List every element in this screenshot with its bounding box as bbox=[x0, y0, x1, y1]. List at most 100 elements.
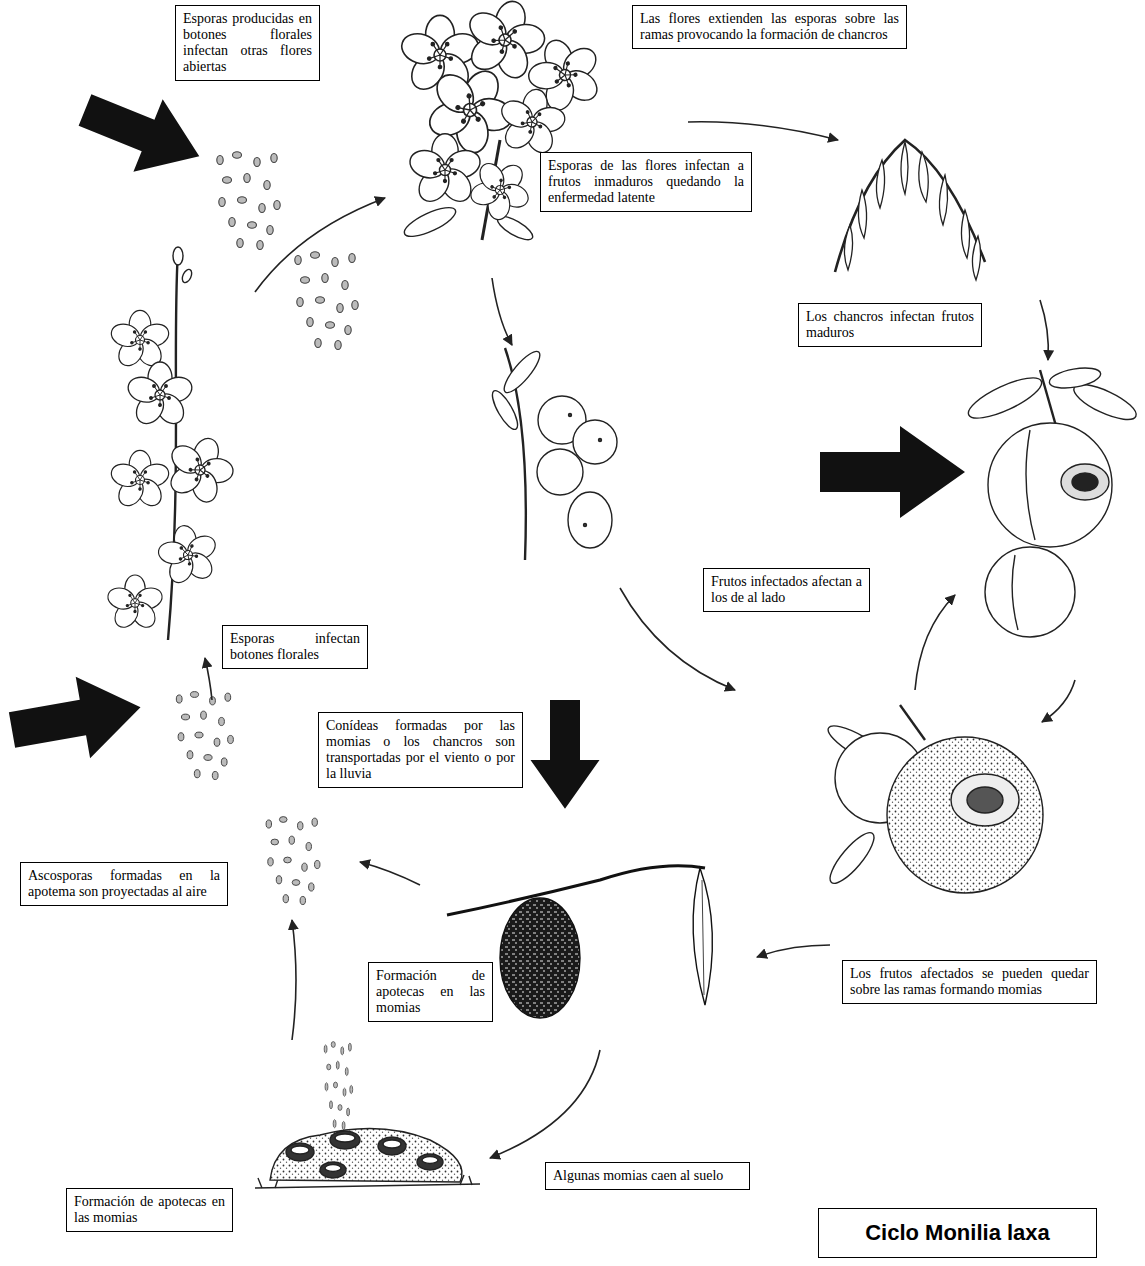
spores bbox=[266, 817, 320, 905]
mature-fruits bbox=[1048, 365, 1102, 392]
ground-mummy bbox=[378, 1137, 406, 1155]
cankered-branch bbox=[901, 142, 908, 194]
cycle-arrow bbox=[757, 945, 830, 957]
cankered-branch bbox=[919, 152, 928, 202]
cankered-branch bbox=[939, 175, 947, 225]
cycle-arrow bbox=[688, 122, 838, 140]
cankered-branch bbox=[844, 225, 852, 270]
flowering-twig bbox=[173, 247, 183, 265]
branch-mummy bbox=[447, 866, 705, 915]
box-text: Algunas momias caen al suelo bbox=[553, 1168, 742, 1184]
text-box: Esporas infectan botones florales bbox=[222, 625, 368, 669]
immature-fruits bbox=[599, 439, 602, 442]
cankered-branch bbox=[876, 160, 884, 208]
blossom-cluster bbox=[492, 83, 573, 161]
flowering-twig bbox=[105, 575, 165, 632]
big-arrow bbox=[820, 426, 965, 518]
diagram-title: Ciclo Monilia laxa bbox=[865, 1220, 1050, 1246]
text-box: Algunas momias caen al suelo bbox=[545, 1162, 750, 1190]
cycle-arrow bbox=[915, 595, 955, 690]
box-text: Esporas de las flores infectan a frutos … bbox=[548, 158, 744, 206]
ground-mummy bbox=[270, 1129, 462, 1182]
ground-mummy bbox=[255, 1184, 480, 1188]
immature-fruits bbox=[573, 420, 617, 464]
rotting-fruit bbox=[824, 827, 880, 889]
box-text: Los frutos afectados se pueden quedar so… bbox=[850, 966, 1089, 998]
flowering-twig bbox=[108, 450, 171, 510]
ground-mummy bbox=[320, 1162, 346, 1178]
cycle-arrow bbox=[205, 658, 212, 700]
box-text: Los chancros infectan frutos maduros bbox=[806, 309, 974, 341]
mature-fruits bbox=[964, 365, 1141, 637]
rotting-fruit bbox=[951, 774, 1019, 826]
branch-mummy bbox=[693, 868, 712, 1005]
big-arrow bbox=[5, 74, 965, 809]
box-text: Frutos infectados afectan a los de al la… bbox=[711, 574, 862, 606]
box-text: Conídeas formadas por las momias o los c… bbox=[326, 718, 515, 782]
cankered-branch bbox=[972, 236, 980, 280]
box-text: Las flores extienden las esporas sobre l… bbox=[640, 11, 899, 43]
text-box: Frutos infectados afectan a los de al la… bbox=[703, 568, 870, 612]
flowering-twig bbox=[152, 520, 225, 590]
cycle-arrow bbox=[1042, 680, 1075, 722]
cycle-arrow bbox=[255, 198, 385, 292]
ground-mummy bbox=[286, 1143, 314, 1161]
text-box: Los chancros infectan frutos maduros bbox=[798, 303, 982, 347]
mature-fruits bbox=[1026, 430, 1035, 540]
immature-fruits bbox=[584, 524, 587, 527]
blossom-cluster bbox=[456, 147, 543, 234]
immature-fruits bbox=[537, 449, 583, 495]
rotting-fruit bbox=[900, 705, 925, 740]
mature-fruits bbox=[1012, 555, 1018, 630]
ground-mummy bbox=[417, 1154, 443, 1170]
cankered-branch bbox=[858, 190, 866, 238]
text-box: Los frutos afectados se pueden quedar so… bbox=[842, 960, 1097, 1004]
box-text: Esporas producidas en botones florales i… bbox=[183, 11, 312, 75]
mature-fruits bbox=[985, 547, 1075, 637]
branch-mummy bbox=[500, 898, 580, 1018]
ground-mummy bbox=[335, 1134, 355, 1142]
text-box: Esporas de las flores infectan a frutos … bbox=[540, 152, 752, 212]
immature-fruits bbox=[568, 492, 612, 548]
immature-fruits bbox=[488, 347, 617, 560]
text-box: Esporas producidas en botones florales i… bbox=[175, 5, 320, 81]
mature-fruits bbox=[1072, 473, 1098, 491]
ground-mummy bbox=[383, 1140, 401, 1148]
branch-mummy bbox=[702, 880, 704, 995]
spores bbox=[324, 1042, 353, 1130]
immature-fruits bbox=[569, 414, 572, 417]
rotting-fruit bbox=[887, 737, 1043, 893]
immature-fruits bbox=[488, 387, 522, 432]
flowering-twig bbox=[125, 362, 195, 429]
cycle-arrow bbox=[1040, 300, 1048, 360]
blossom-cluster bbox=[401, 202, 459, 242]
text-box: Conídeas formadas por las momias o los c… bbox=[318, 712, 523, 788]
box-text: Formación de apotecas en las momias bbox=[74, 1194, 225, 1226]
title-box: Ciclo Monilia laxa bbox=[818, 1208, 1097, 1258]
rotting-fruit bbox=[967, 787, 1003, 813]
immature-fruits bbox=[499, 347, 545, 397]
cycle-arrow bbox=[492, 278, 512, 345]
ground-mummy bbox=[422, 1157, 438, 1164]
flowering-twig bbox=[108, 310, 171, 370]
big-arrow bbox=[5, 667, 148, 771]
spores bbox=[217, 152, 280, 250]
mature-fruits bbox=[988, 423, 1112, 547]
flowering-twig bbox=[155, 427, 244, 514]
box-text: Ascosporas formadas en la apotema son pr… bbox=[28, 868, 220, 900]
cankered-branch bbox=[961, 210, 969, 258]
big-arrow bbox=[531, 700, 600, 809]
text-box: Formación de apotecas en las momias bbox=[368, 962, 493, 1022]
spores bbox=[176, 692, 233, 780]
text-box: Ascosporas formadas en la apotema son pr… bbox=[20, 862, 228, 906]
mature-fruits bbox=[1061, 464, 1109, 500]
ground-mummy bbox=[325, 1165, 341, 1172]
cycle-arrow bbox=[292, 920, 296, 1040]
cycle-arrow bbox=[360, 862, 420, 885]
rotting-fruit bbox=[824, 705, 1043, 893]
text-box: Las flores extienden las esporas sobre l… bbox=[632, 5, 907, 49]
flowering-twig bbox=[105, 247, 244, 640]
ground-mummy bbox=[255, 1129, 480, 1188]
